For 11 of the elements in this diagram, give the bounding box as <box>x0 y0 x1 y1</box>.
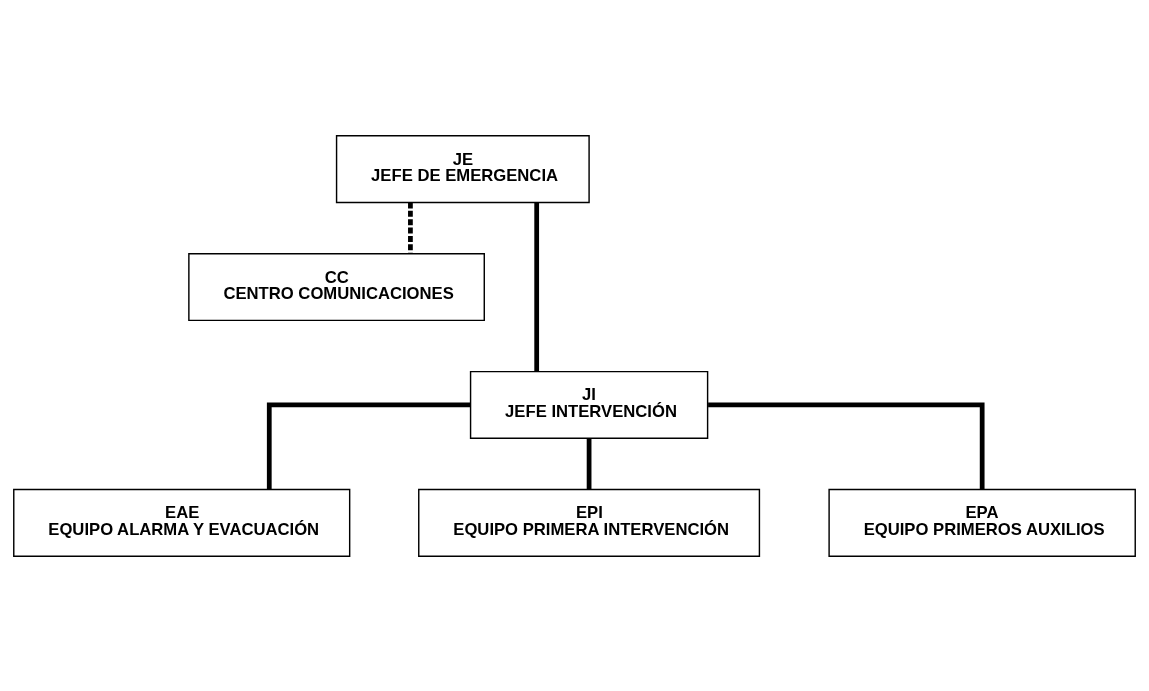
node-box: CC CENTRO COMUNICACIONES <box>188 252 485 321</box>
connector <box>534 202 540 371</box>
node-box: EAE EQUIPO ALARMA Y EVACUACIÓN <box>13 488 351 557</box>
connector <box>266 402 471 489</box>
connector <box>708 402 985 489</box>
node-box: EPI EQUIPO PRIMERA INTERVENCIÓN <box>418 488 761 557</box>
connector <box>586 437 592 489</box>
node-box: JI JEFE INTERVENCIÓN <box>469 370 709 439</box>
node-box: EPA EQUIPO PRIMEROS AUXILIOS <box>828 488 1136 557</box>
connector <box>408 202 413 253</box>
node-box: JE JEFE DE EMERGENCIA <box>335 134 590 203</box>
